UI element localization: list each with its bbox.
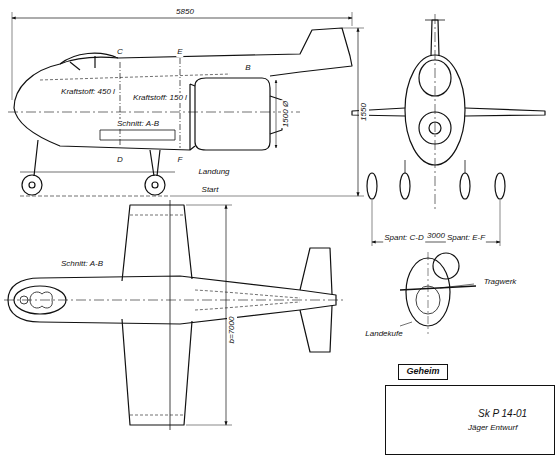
drawing-stroke [20,172,175,173]
drawing-stroke [195,290,300,310]
drawing-stroke [14,28,352,108]
drawing-stroke [352,108,545,116]
drawing-stroke [12,18,352,19]
drawing-name: Jäger Entwurf [466,423,519,432]
dimension: 1550 [359,102,369,122]
drawing-stroke [130,215,184,415]
section-note: Schnitt: A-B [116,119,160,129]
drawing-stroke [14,108,195,150]
drawing-stroke [70,56,95,70]
drawing-stroke [122,205,192,425]
gear-note: Landung [197,167,230,177]
drawing-stroke [385,385,555,455]
drawing-number: Sk P 14-01 [476,408,529,419]
drawing-stroke [170,28,364,196]
drawing-stroke [12,12,352,100]
section-title: Spant: C-D [383,233,425,243]
drawing-stroke [190,84,195,150]
dimension: b=7000 [227,316,237,345]
drawing-stroke [152,182,158,188]
drawing-stroke [34,140,160,176]
drawing-stroke [186,205,232,425]
drawing-stroke [400,322,412,326]
drawing-stroke [440,284,474,288]
drawing-stroke [4,12,555,455]
drawing-stroke [400,286,476,290]
drawing-stroke [20,196,170,197]
tank-note: Kraftstoff: 150 l [132,93,188,103]
drawing-stroke [8,112,300,113]
section-note: Schnitt: A-B [60,259,104,269]
dimension: 5850 [175,7,195,17]
stamp-text: Geheim [399,366,447,376]
drawing-stroke [145,175,165,195]
drawing-stroke [435,14,436,210]
drawing-stroke [100,130,175,140]
drawing-stroke [120,58,180,148]
drawing-stroke [400,173,410,199]
drawing-stroke [372,200,500,246]
drawing-stroke [170,200,171,430]
part-name: Tragwerk [483,277,518,287]
drawing-stroke [4,300,345,301]
drawing-stroke [495,173,505,199]
stamp-box: Geheim [398,364,448,380]
drawing-stroke [60,53,118,64]
drawing-stroke [433,253,459,279]
gear-note: Start [201,185,220,195]
section-mark: F [177,155,184,165]
drawing-stroke [195,78,270,150]
drawing-stroke [22,175,42,195]
drawing-stroke [428,252,429,334]
drawing-stroke [367,173,377,199]
title-block: Jäger Entwurf Sk P 14-01 [385,385,555,455]
drawing-stroke [276,80,277,148]
drawing-stroke [40,74,230,80]
section-mark: D [116,155,124,165]
section-mark: E [176,47,183,57]
section-mark: B [244,63,251,73]
dimension: 1500 Ø [281,100,291,128]
section-mark: C [116,47,124,57]
drawing-stroke [29,182,35,188]
section-title: Spant: E-F [446,233,486,243]
dimension: 3000 [426,231,446,241]
drawing-stroke [460,173,470,199]
tank-note: Kraftstoff: 450 l [60,87,116,97]
part-name: Landekufe [364,329,403,339]
